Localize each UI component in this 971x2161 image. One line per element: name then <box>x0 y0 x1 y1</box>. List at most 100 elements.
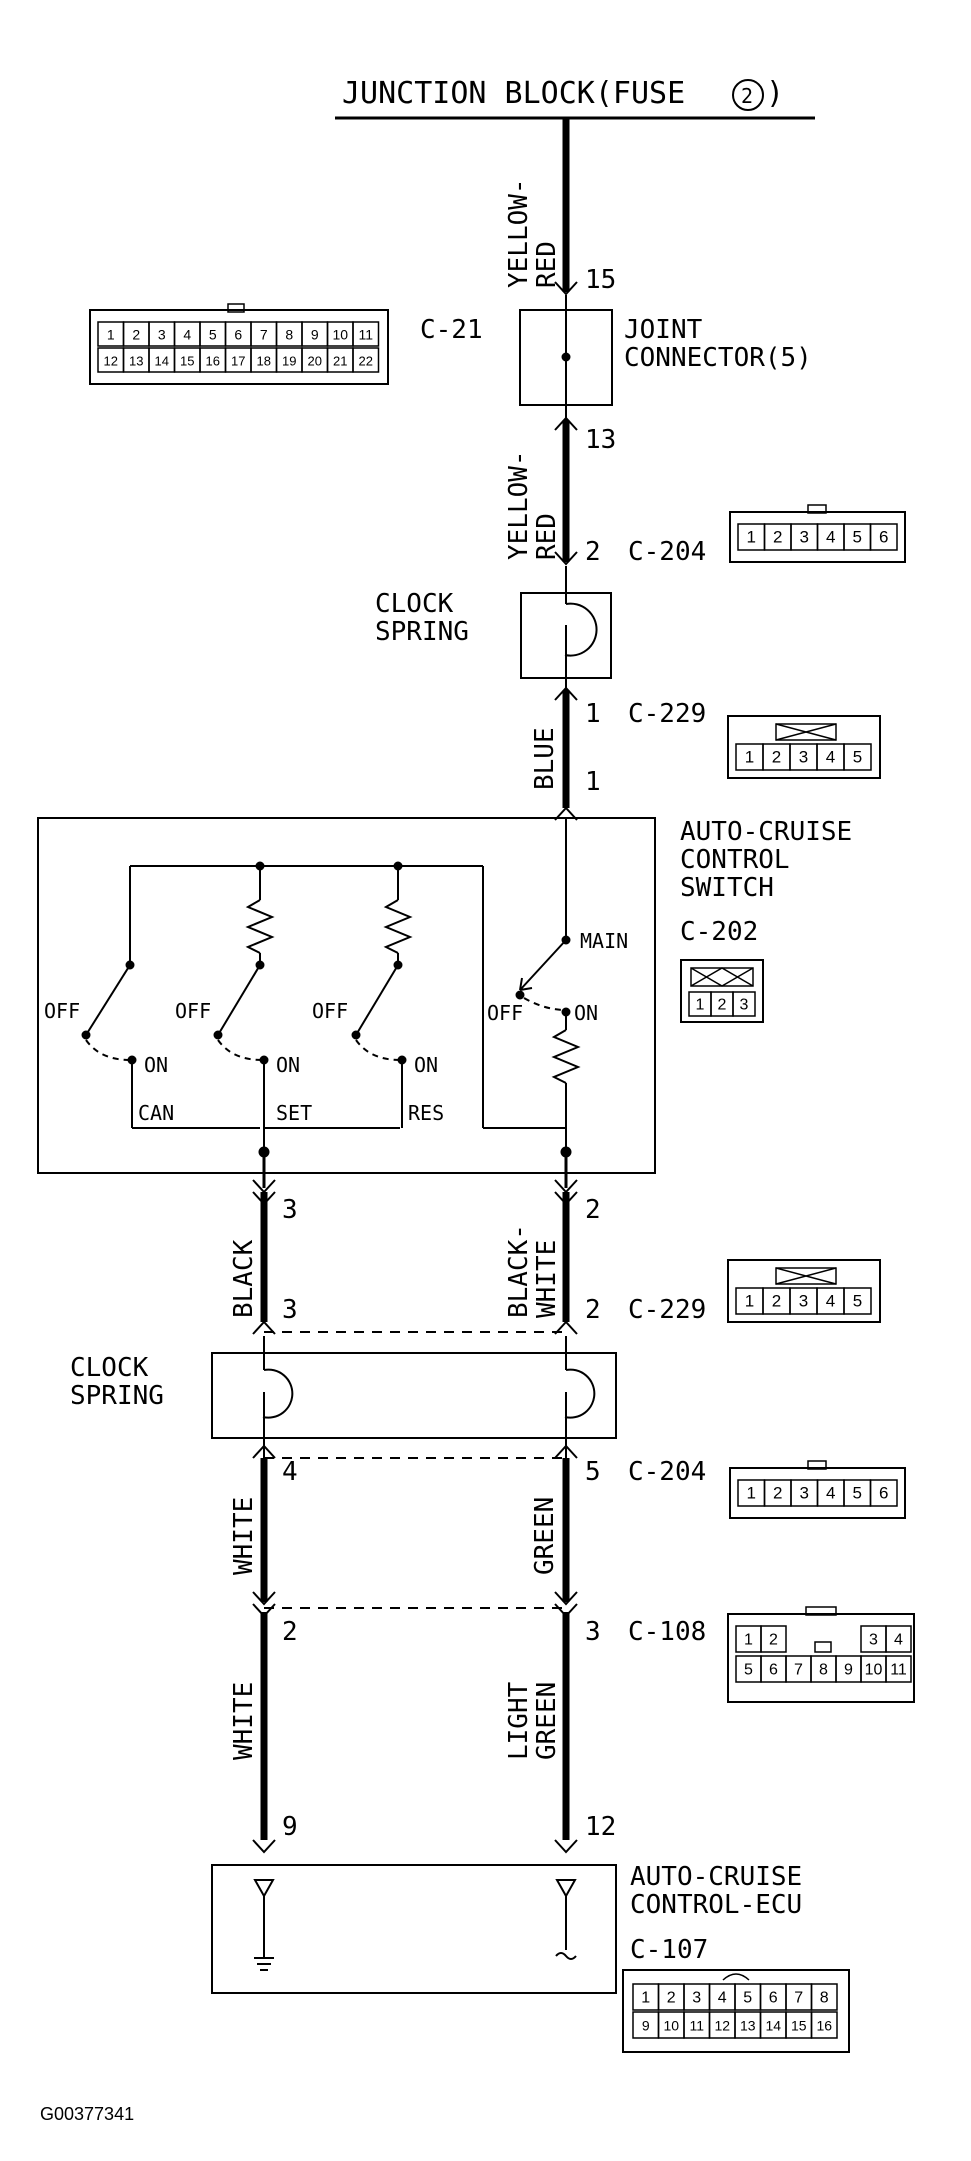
connector-arrow <box>252 1320 276 1335</box>
wire-color-white-left: WHITE <box>229 1497 259 1575</box>
clock-spring-label-upper: CLOCK <box>375 589 454 619</box>
connector-pin-number: 6 <box>234 326 242 342</box>
connector-pin-number: 3 <box>158 326 166 342</box>
connector-pin-number: 9 <box>311 326 319 342</box>
connector-pin-cell <box>810 2011 838 2039</box>
connector-pin-number: 5 <box>853 528 862 547</box>
can-on-label: ON <box>144 1053 168 1077</box>
ecu-box <box>211 1864 617 1994</box>
clock-spring-coil <box>564 602 598 657</box>
ground-icon <box>254 1957 274 1971</box>
splice-dot <box>561 352 571 362</box>
junction-dot <box>255 861 265 871</box>
main-resistor <box>551 1029 581 1084</box>
wire-color-red: RED <box>532 241 562 288</box>
connector-pin-number: 6 <box>769 1662 778 1679</box>
switch-contact <box>351 1030 361 1040</box>
connector-pin-number: 15 <box>791 2018 807 2034</box>
connector-pin-number: 10 <box>332 326 348 342</box>
connector-pin-number: 2 <box>718 996 727 1013</box>
switch-title-2: CONTROL <box>680 845 790 875</box>
set-on-label: ON <box>276 1053 300 1077</box>
connector-pin-number: 7 <box>794 1990 803 2007</box>
connector-pin-number: 3 <box>740 996 749 1013</box>
clock-spring-label-lower-2: SPRING <box>70 1381 164 1411</box>
can-off-label: OFF <box>44 999 80 1023</box>
connector-pin-number: 4 <box>826 528 835 547</box>
wire-color-green: GREEN <box>530 1497 560 1575</box>
connector-arrow <box>554 416 578 431</box>
clock-spring-label-upper-2: SPRING <box>375 617 469 647</box>
connector-pin-number: 3 <box>800 1484 809 1503</box>
connector-arrow <box>554 1839 578 1854</box>
connector-arrow <box>554 551 578 566</box>
connector-pin-cell <box>843 743 872 771</box>
connector-pin-cell <box>760 1625 787 1653</box>
fuse-number-circle <box>732 79 764 111</box>
wire-color-yellow-2: YELLOW- <box>504 450 534 560</box>
switch-travel <box>523 997 567 1011</box>
connector-pin-number: 4 <box>826 1484 835 1503</box>
connector-pin-number: 14 <box>155 353 169 368</box>
main-switch-blade <box>519 939 567 991</box>
pin-3-c108: 3 <box>585 1617 601 1647</box>
c204-id-lower: C-204 <box>628 1457 706 1487</box>
connector-pin-number: 1 <box>745 1292 754 1311</box>
joint-connector-label: JOINT <box>624 315 703 345</box>
wire-color-black-white: BLACK- <box>504 1224 534 1318</box>
connector-pin-cell <box>869 523 898 551</box>
connector-pin-number: 19 <box>282 353 296 368</box>
connector-pin-cell <box>352 321 380 347</box>
wire-color-white: WHITE <box>532 1240 562 1318</box>
connector-pin-number: 1 <box>641 1990 650 2007</box>
main-label: MAIN <box>580 929 628 953</box>
connector-pin-number: 4 <box>183 326 191 342</box>
pin-3: 3 <box>282 1295 298 1325</box>
connector-pin-cell <box>732 991 756 1017</box>
connector-pin-number: 3 <box>692 1990 701 2007</box>
res-off-label: OFF <box>312 999 348 1023</box>
pin-5: 5 <box>585 1457 601 1487</box>
connector-pin-number: 4 <box>826 1292 835 1311</box>
junction-block-label: JUNCTION BLOCK(FUSE <box>342 76 685 111</box>
switch-title: AUTO-CRUISE <box>680 817 852 847</box>
connector-pin-number: 3 <box>869 1632 878 1649</box>
set-label: SET <box>276 1101 312 1125</box>
pin-12: 12 <box>585 1812 616 1842</box>
connector-pin-number: 2 <box>773 528 782 547</box>
connector-pin-number: 3 <box>799 748 808 767</box>
switch-title-3: SWITCH <box>680 873 774 903</box>
connector-pin-number: 6 <box>879 528 888 547</box>
connector-pin-number: 16 <box>206 353 220 368</box>
connector-pin-number: 10 <box>865 1662 883 1679</box>
pin-15: 15 <box>585 265 616 295</box>
connector-pin-number: 5 <box>743 1990 752 2007</box>
res-resistor <box>383 899 413 954</box>
c108-id: C-108 <box>628 1617 706 1647</box>
connector-pin-number: 6 <box>879 1484 888 1503</box>
connector-pin-number: 1 <box>107 326 115 342</box>
cruise-switch-box <box>37 817 656 1174</box>
can-switch-blade <box>85 964 131 1036</box>
connector-pin-number: 6 <box>769 1990 778 2007</box>
clock-spring-coil <box>262 1368 294 1419</box>
ecu-input-left <box>253 1879 275 1899</box>
connector-arrow <box>554 1320 578 1335</box>
connector-pin-number: 4 <box>718 1990 727 2007</box>
connector-pin-number: 15 <box>180 353 194 368</box>
connector-pin-number: 14 <box>765 2018 781 2034</box>
res-on-label: ON <box>414 1053 438 1077</box>
connector-pin-number: 12 <box>714 2018 730 2034</box>
joint-connector-label-2: CONNECTOR(5) <box>624 343 812 373</box>
connector-pin-number: 10 <box>663 2018 679 2034</box>
clock-spring-coil <box>564 1368 596 1419</box>
connector-arrow <box>252 1839 276 1854</box>
ecu-title-2: CONTROL-ECU <box>630 1890 802 1920</box>
connector-pin-number: 8 <box>285 326 293 342</box>
c229-id-lower: C-229 <box>628 1295 706 1325</box>
c202-id: C-202 <box>680 917 758 947</box>
